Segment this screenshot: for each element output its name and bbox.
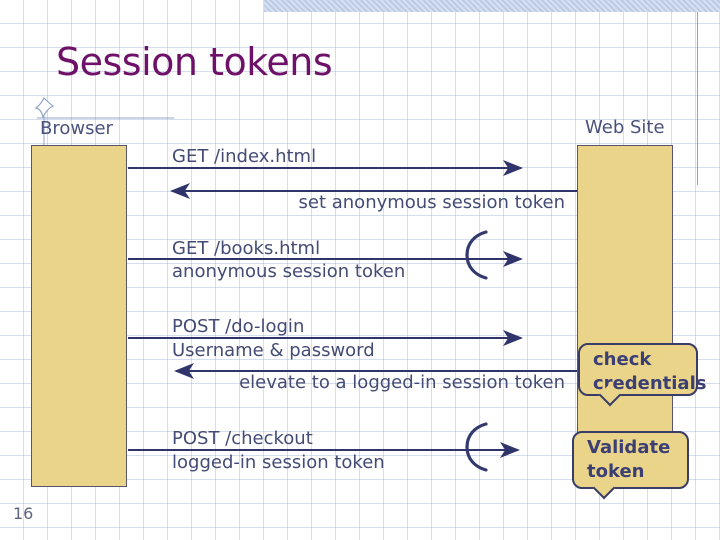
message-get-index: GET /index.html — [172, 146, 317, 167]
callout-validate-token: Validate token — [572, 431, 689, 500]
message-elevate-token: elevate to a logged-in session token — [239, 372, 565, 393]
anchor-flag-icon — [34, 96, 174, 146]
page-number: 16 — [13, 504, 34, 523]
browser-lifeline — [31, 145, 127, 487]
callout-validate-line1: Validate — [587, 437, 671, 458]
message-logged-in-token: logged-in session token — [172, 452, 385, 473]
callout-check-line2: credentials — [593, 373, 707, 394]
message-set-anonymous-token: set anonymous session token — [298, 192, 565, 213]
message-anonymous-token: anonymous session token — [172, 261, 406, 282]
top-accent-band — [264, 0, 720, 12]
slide-title: Session tokens — [56, 40, 333, 84]
message-post-do-login: POST /do-login — [172, 316, 305, 337]
right-accent-line — [697, 12, 698, 185]
group-brace-icon — [465, 230, 488, 280]
callout-validate-line2: token — [587, 461, 645, 482]
callout-check-line1: check — [593, 349, 652, 370]
group-brace-icon — [465, 422, 488, 472]
message-post-checkout: POST /checkout — [172, 428, 313, 449]
callout-check-credentials: check credentials — [578, 343, 706, 407]
actor-label-website: Web Site — [585, 117, 665, 138]
actor-label-browser: Browser — [40, 118, 113, 139]
message-get-books: GET /books.html — [172, 238, 321, 259]
message-username-password: Username & password — [172, 340, 375, 361]
